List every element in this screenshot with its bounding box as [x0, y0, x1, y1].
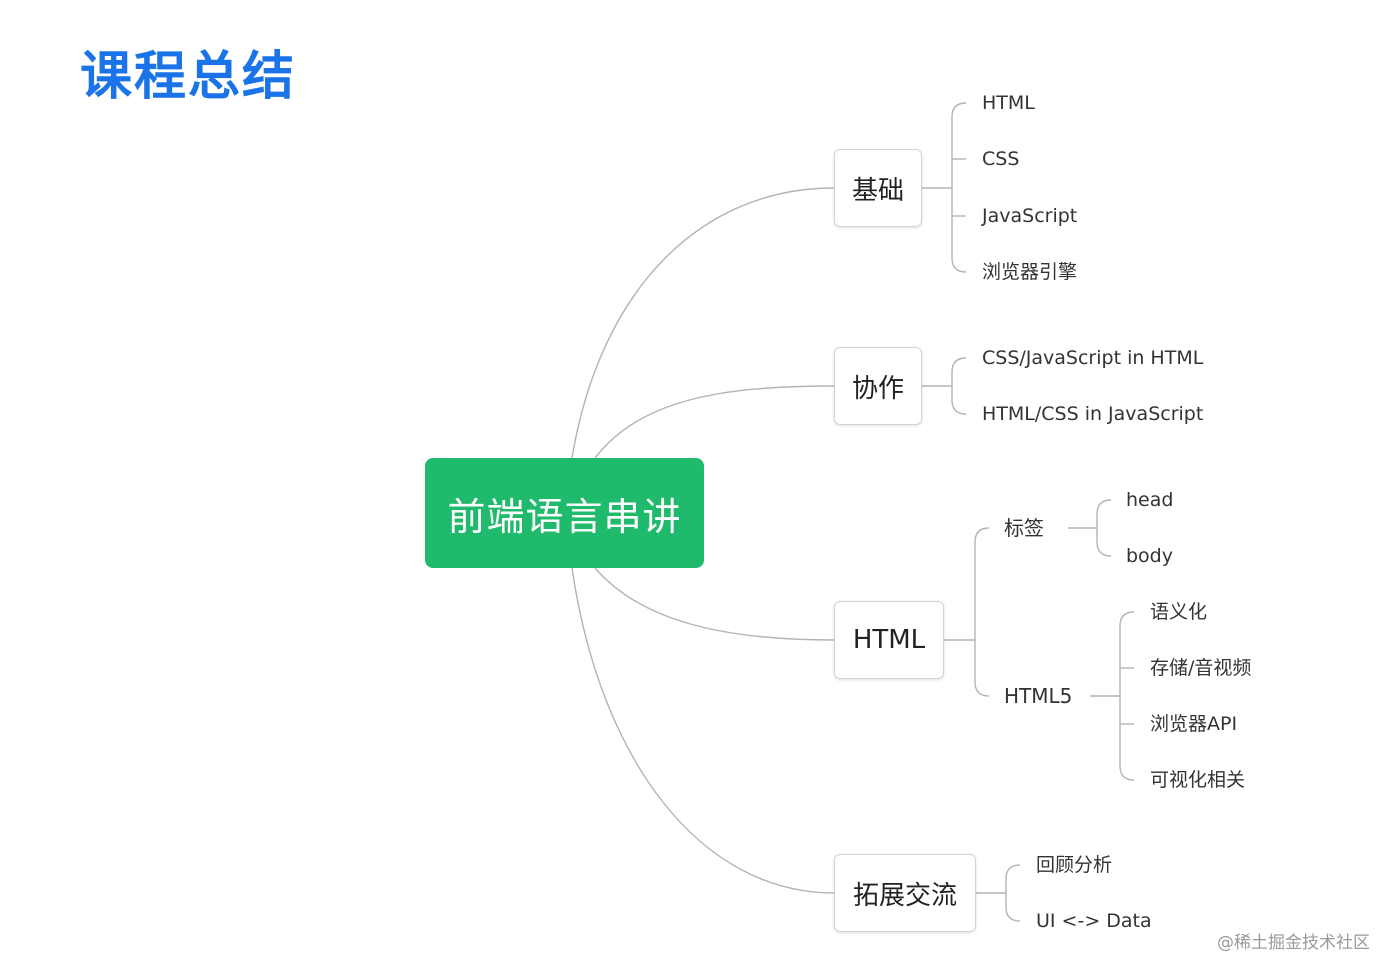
branch-node-jichu[interactable]: 基础	[834, 149, 922, 227]
watermark: @稀土掘金技术社区	[1217, 933, 1370, 953]
leaf-html-css-in-js[interactable]: HTML/CSS in JavaScript	[982, 403, 1204, 425]
leaf-storage-media[interactable]: 存储/音视频	[1150, 657, 1252, 679]
leaf-ui-data[interactable]: UI <-> Data	[1036, 910, 1152, 932]
leaf-semantic[interactable]: 语义化	[1150, 601, 1208, 623]
leaf-html[interactable]: HTML	[982, 92, 1035, 114]
leaf-css-js-in-html[interactable]: CSS/JavaScript in HTML	[982, 347, 1204, 369]
leaf-head[interactable]: head	[1126, 489, 1174, 511]
root-node[interactable]: 前端语言串讲	[425, 458, 704, 568]
branch-node-tuozhan[interactable]: 拓展交流	[834, 854, 976, 932]
leaf-browser-api[interactable]: 浏览器API	[1150, 713, 1238, 735]
edge-root-jichu	[571, 187, 835, 459]
leaf-body[interactable]: body	[1126, 545, 1173, 567]
branch-node-xiezuo[interactable]: 协作	[834, 347, 922, 425]
edge-root-tuozhan	[571, 567, 835, 894]
leaf-visualization[interactable]: 可视化相关	[1150, 769, 1246, 791]
leaf-review[interactable]: 回顾分析	[1036, 854, 1113, 876]
subnode-tags[interactable]: 标签	[1004, 516, 1044, 540]
slide-title: 课程总结	[80, 47, 297, 107]
edge-root-html	[594, 567, 835, 641]
branch-node-html[interactable]: HTML	[834, 601, 944, 679]
leaf-javascript[interactable]: JavaScript	[982, 205, 1078, 227]
subnode-html5[interactable]: HTML5	[1004, 684, 1073, 708]
leaf-browser-engine[interactable]: 浏览器引擎	[982, 261, 1078, 283]
edge-root-xiezuo	[594, 385, 835, 459]
leaf-css[interactable]: CSS	[982, 148, 1020, 170]
